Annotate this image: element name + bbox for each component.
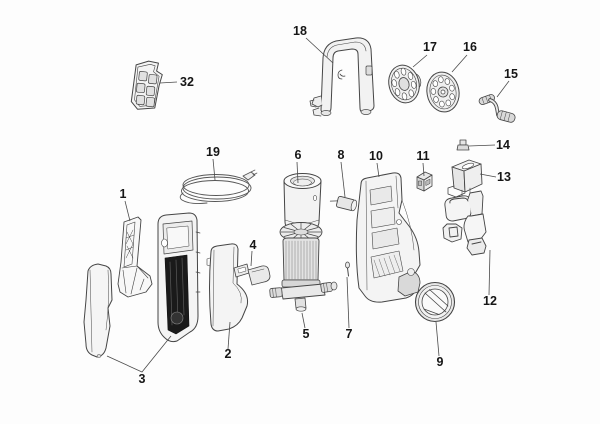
leader-18 [305,37,334,64]
leader-lines [106,37,510,373]
leader-16 [451,54,468,73]
part-3-left-cover [83,263,113,358]
leader-2 [227,321,231,350]
part-7-cotter-pin [345,261,350,277]
leader-11 [422,162,425,177]
part-label-13: 13 [497,170,511,184]
leader-32 [159,81,178,84]
part-19-power-cord [179,169,258,205]
part-label-32: 32 [180,75,194,89]
leader-5 [301,312,306,329]
part-label-11: 11 [416,149,429,163]
part-label-17: 17 [423,40,437,54]
part-11-power-switch [416,171,433,192]
part-32-cushion-pad-bracket [130,60,163,110]
part-label-4: 4 [250,238,257,252]
part-16-reel-disc-inner [426,71,460,113]
part-label-15: 15 [504,67,518,81]
part-8-capacitor [329,195,358,212]
part-label-1: 1 [120,187,127,201]
part-17-reel-disc-outer [388,64,422,104]
leader-1 [124,200,131,222]
part-6-motor-cover [283,173,322,232]
part-10-main-body [355,172,421,303]
part-labels: 1 2 3 4 5 6 7 8 9 10 11 12 13 14 15 16 1… [120,24,518,386]
leader-15 [496,80,510,98]
leader-9 [435,321,440,357]
part-label-5: 5 [303,327,310,341]
leader-14 [468,144,496,147]
part-14-cap-nut [456,139,470,151]
part-3-front-panel [157,212,201,343]
part-label-16: 16 [463,40,477,54]
part-2-right-panel [206,243,248,332]
leader-13 [479,173,497,178]
part-label-14: 14 [496,138,510,152]
part-label-18: 18 [293,24,307,38]
part-label-9: 9 [437,355,444,369]
leader-7 [346,276,350,329]
leader-8 [340,161,346,198]
leader-19 [212,158,216,181]
part-label-6: 6 [295,148,302,162]
leader-4 [250,250,253,267]
part-13-switch-housing [447,159,483,198]
leader-12 [488,249,491,296]
part-label-19: 19 [206,145,220,159]
leader-10 [376,162,380,178]
part-5-motor-pump [269,222,338,312]
part-12-holder-bracket [442,190,487,256]
part-label-7: 7 [346,327,353,341]
leader-17 [412,54,428,68]
part-label-8: 8 [338,148,345,162]
part-1-inner-frame [117,216,153,298]
part-label-12: 12 [483,294,497,308]
part-18-carry-handle [309,37,375,117]
part-15-reel-crank [478,94,516,123]
part-label-3: 3 [139,372,146,386]
leader-3 [106,335,172,373]
part-label-2: 2 [225,347,232,361]
leader-6 [296,161,299,184]
part-4-mounting-clip [233,263,271,286]
part-9-wheel [414,281,456,323]
part-label-10: 10 [369,149,383,163]
